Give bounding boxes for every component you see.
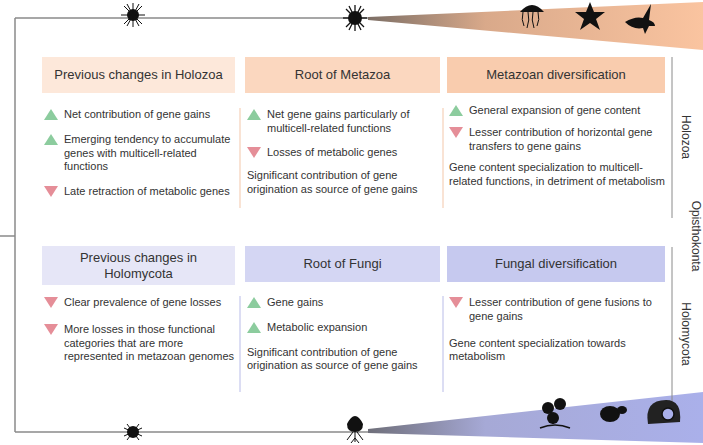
bullet-text: Clear prevalence of gene losses	[64, 296, 236, 310]
header-box: Root of Fungi	[245, 246, 440, 282]
bullet-item: Net contribution of gene gains	[44, 108, 236, 122]
clade-label: Holozoa	[679, 115, 693, 159]
bullet-item: Significant contribution of gene origina…	[247, 169, 439, 197]
header-text: Previous changes in Holomycota	[48, 250, 229, 281]
clade-label: Opisthokonta	[689, 201, 703, 272]
bullet-text: Metabolic expansion	[267, 321, 439, 335]
bullet-text: Lesser contribution of horizontal gene t…	[469, 126, 667, 154]
bullet-item: Gene content specialization towards meta…	[449, 337, 667, 365]
bullet-text: More losses in those functional categori…	[64, 323, 236, 364]
bullet-item: Metabolic expansion	[247, 321, 439, 335]
bullet-text: General expansion of gene content	[469, 104, 667, 118]
bullet-text: Net gene gains particularly of multicell…	[267, 108, 439, 136]
gain-triangle	[44, 109, 58, 121]
bullet-item: Net gene gains particularly of multicell…	[247, 108, 439, 136]
gain-triangle	[247, 297, 261, 309]
bullet-item: Emerging tendency to accumulate genes wi…	[44, 133, 236, 174]
header-box: Previous changes in Holomycota	[42, 246, 235, 285]
loss-triangle	[449, 127, 463, 139]
bullet-item: Gene content specialization to multicell…	[449, 161, 667, 189]
header-box: Root of Metazoa	[245, 57, 440, 93]
bullet-text: Late retraction of metabolic genes	[64, 185, 236, 199]
loss-triangle	[247, 147, 261, 159]
gain-triangle	[247, 322, 261, 334]
bullet-text: Emerging tendency to accumulate genes wi…	[64, 133, 236, 174]
bullet-item: More losses in those functional categori…	[44, 323, 236, 364]
loss-triangle	[449, 297, 463, 309]
gain-triangle	[247, 109, 261, 121]
header-box: Previous changes in Holozoa	[42, 57, 235, 93]
header-text: Root of Fungi	[303, 256, 381, 272]
bullet-item: Late retraction of metabolic genes	[44, 185, 236, 199]
clade-label: Holomycota	[679, 302, 693, 365]
header-text: Metazoan diversification	[486, 67, 625, 83]
gain-triangle	[449, 105, 463, 117]
bullet-item: General expansion of gene content	[449, 104, 667, 118]
bullet-text: Significant contribution of gene origina…	[247, 169, 439, 197]
bullet-text: Gene gains	[267, 296, 439, 310]
bullet-text: Gene content specialization towards meta…	[449, 337, 667, 365]
bullet-item: Lesser contribution of gene fusions to g…	[449, 296, 667, 324]
header-text: Previous changes in Holozoa	[54, 67, 222, 83]
bullet-text: Lesser contribution of gene fusions to g…	[469, 296, 667, 324]
bullet-text: Significant contribution of gene origina…	[247, 346, 439, 374]
gain-triangle	[44, 134, 58, 146]
bullet-text: Gene content specialization to multicell…	[449, 161, 667, 189]
bullet-item: Gene gains	[247, 296, 439, 310]
bullet-item: Clear prevalence of gene losses	[44, 296, 236, 310]
header-box: Fungal diversification	[447, 246, 665, 282]
header-text: Root of Metazoa	[295, 67, 390, 83]
loss-triangle	[44, 297, 58, 309]
bullet-text: Losses of metabolic genes	[267, 146, 439, 160]
header-box: Metazoan diversification	[447, 57, 665, 93]
loss-triangle	[44, 324, 58, 336]
loss-triangle	[44, 186, 58, 198]
header-text: Fungal diversification	[495, 256, 617, 272]
bullet-item: Losses of metabolic genes	[247, 146, 439, 160]
bullet-item: Lesser contribution of horizontal gene t…	[449, 126, 667, 154]
bullet-item: Significant contribution of gene origina…	[247, 346, 439, 374]
bullet-text: Net contribution of gene gains	[64, 108, 236, 122]
